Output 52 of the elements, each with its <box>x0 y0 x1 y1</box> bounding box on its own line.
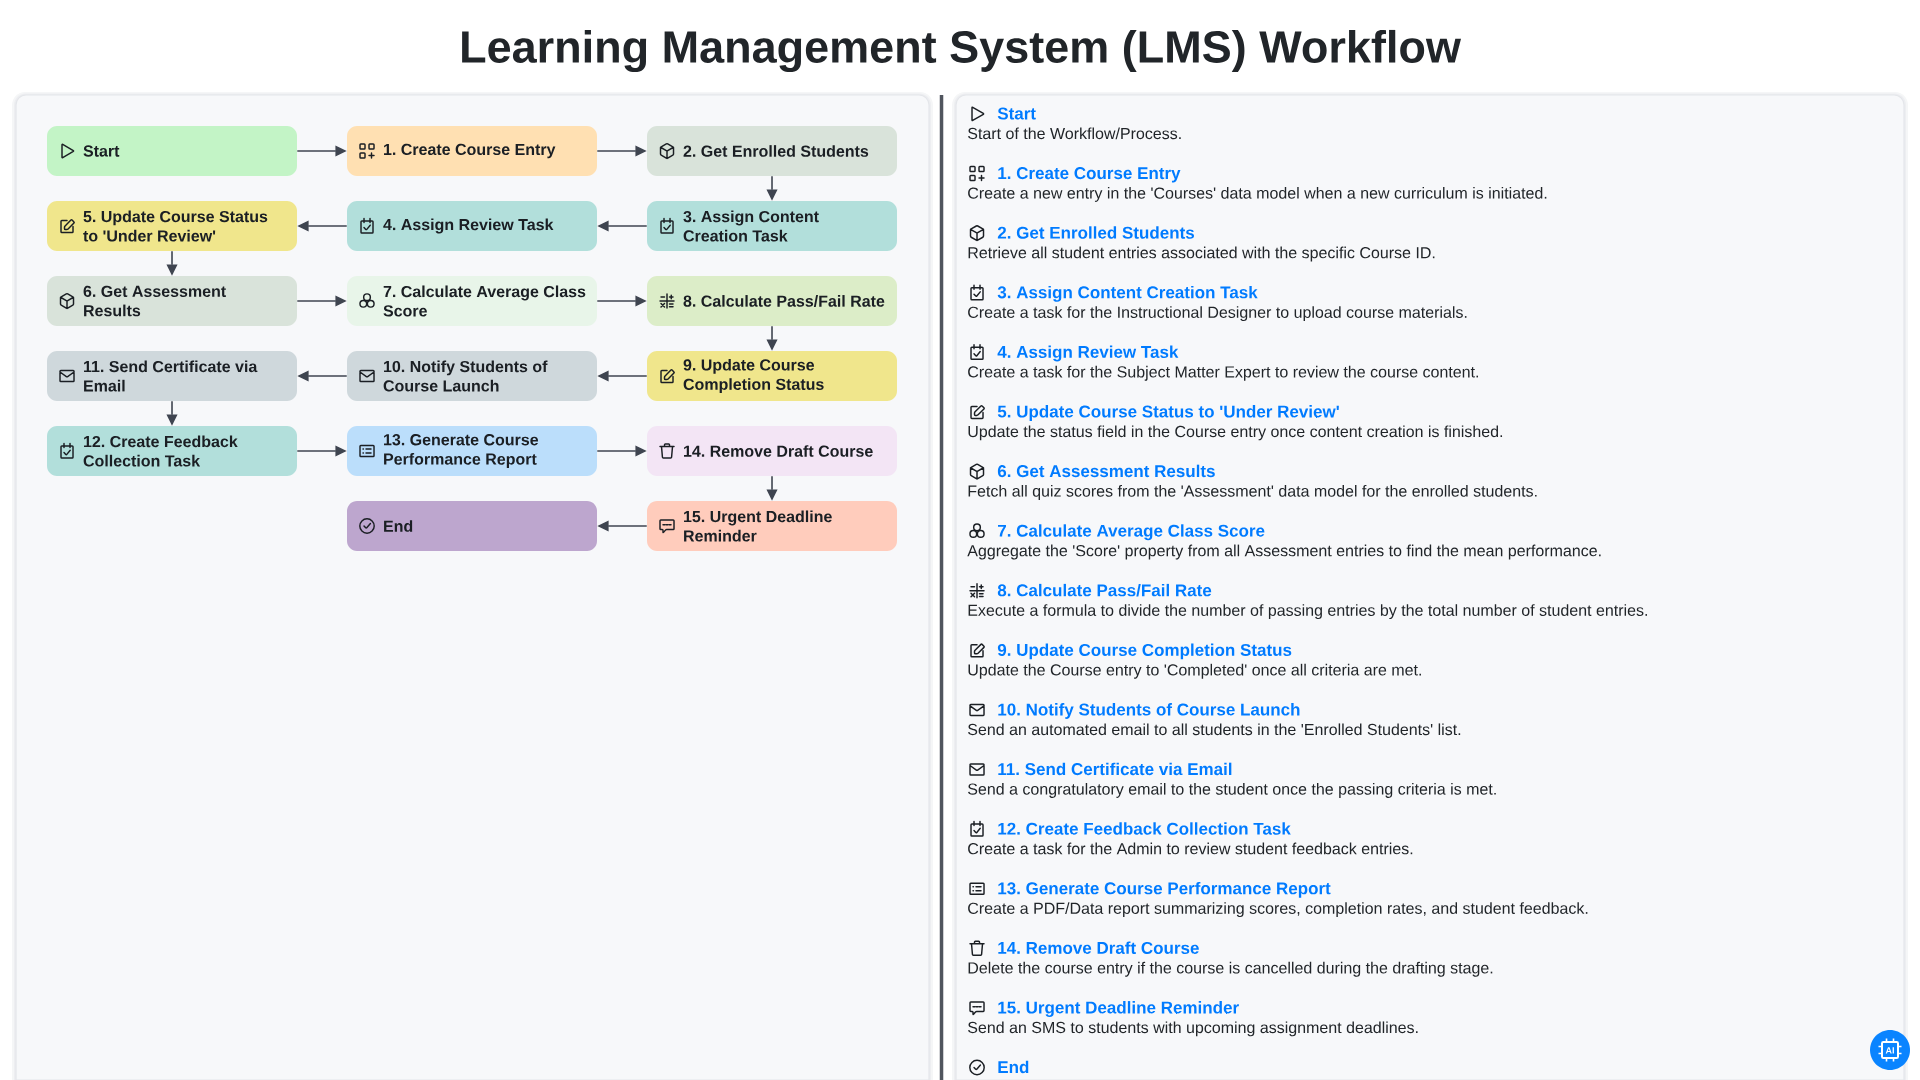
process-box: 5. Update Course Status to 'Under Review' <box>47 201 297 251</box>
process-box: End <box>347 501 597 551</box>
step-title: 10. Notify Students of Course Launch <box>998 703 1300 719</box>
step-title: 4. Assign Review Task <box>997 345 1179 362</box>
process-box: 11. Send Certificate via Email <box>47 351 297 401</box>
step-description: Create a new entry in the 'Courses' data model when a new curriculum is initiated. <box>968 187 1547 202</box>
step-title: 8. Calculate Pass/Fail Rate <box>997 583 1212 597</box>
process-box: 9. Update Course Completion Status <box>647 351 897 401</box>
step-description: Send a congratulatory email to the student once the passing criteria is met. <box>968 783 1496 798</box>
step-title: 12. Create Feedback Collection Task <box>998 822 1291 835</box>
step-description: Update the Course entry to 'Completed' once all criteria are met. <box>968 663 1421 679</box>
process-box: 2. Get Enrolled Students <box>647 126 897 176</box>
process-box: 10. Notify Students of Course Launch <box>347 351 597 401</box>
step-title: 11. Send Certificate via Email <box>998 762 1232 776</box>
process-box: 6. Get Assessment Results <box>47 276 297 326</box>
step-description: Update the status field in the Course entry once content creation is finished. <box>968 425 1503 441</box>
step-description: Send an SMS to students with upcoming assignment deadlines. <box>968 1021 1418 1037</box>
process-box: 7. Calculate Average Class Score <box>347 276 597 326</box>
step-title: 15. Urgent Deadline Reminder <box>998 1001 1239 1017</box>
step-title: 3. Assign Content Creation Task <box>997 285 1258 302</box>
step-title: End <box>998 1060 1029 1074</box>
process-box: 13. Generate Course Performance Report <box>347 426 597 476</box>
step-description: Create a task for the Instructional Designer to upload course materials. <box>968 306 1467 322</box>
step-title: 2. Get Enrolled Students <box>997 226 1194 239</box>
process-box: 12. Create Feedback Collection Task <box>47 426 297 476</box>
process-box: 14. Remove Draft Course <box>647 426 897 476</box>
step-description: Retrieve all student entries associated with the specific Course ID. <box>968 246 1435 262</box>
process-box: 4. Assign Review Task <box>347 201 597 251</box>
ai-button: AI <box>1870 1030 1910 1070</box>
step-description: Create a task for the Subject Matter Expert to review the course content. <box>968 365 1478 381</box>
step-title: 13. Generate Course Performance Report <box>998 881 1331 898</box>
step-description: Aggregate the 'Score' property from all Assessment entries to find the mean performance. <box>967 544 1601 560</box>
step-title: 6. Get Assessment Results <box>997 464 1215 478</box>
process-box: Start <box>47 126 297 176</box>
page-title: Learning Management System (LMS) Workflow <box>462 29 1461 73</box>
step-title: 14. Remove Draft Course <box>998 941 1199 954</box>
step-title: 9. Update Course Completion Status <box>997 643 1292 660</box>
step-description: Start of the Workflow/Process. <box>968 127 1181 140</box>
step-description: Send an automated email to all students in the 'Enrolled Students' list. <box>968 723 1461 736</box>
process-box: 15. Urgent Deadline Reminder <box>647 501 897 551</box>
step-description: Fetch all quiz scores from the 'Assessment' data model for the enrolled students. <box>968 485 1537 500</box>
process-box: 3. Assign Content Creation Task <box>647 201 897 251</box>
process-box: 1. Create Course Entry <box>347 126 597 176</box>
step-title: 5. Update Course Status to 'Under Review' <box>997 405 1339 421</box>
process-box: 8. Calculate Pass/Fail Rate <box>647 276 897 326</box>
step-title: Start <box>997 107 1036 120</box>
step-description: Create a PDF/Data report summarizing scores, completion rates, and student feedback. <box>968 902 1588 918</box>
step-description: Delete the course entry if the course is cancelled during the drafting stage. <box>968 961 1493 977</box>
step-description: Execute a formula to divide the number of passing entries by the total number of student entries. <box>968 604 1647 620</box>
step-title: 1. Create Course Entry <box>998 167 1181 183</box>
step-title: 7. Calculate Average Class Score <box>998 524 1265 541</box>
step-description: Create a task for the Admin to review student feedback entries. <box>968 842 1413 855</box>
